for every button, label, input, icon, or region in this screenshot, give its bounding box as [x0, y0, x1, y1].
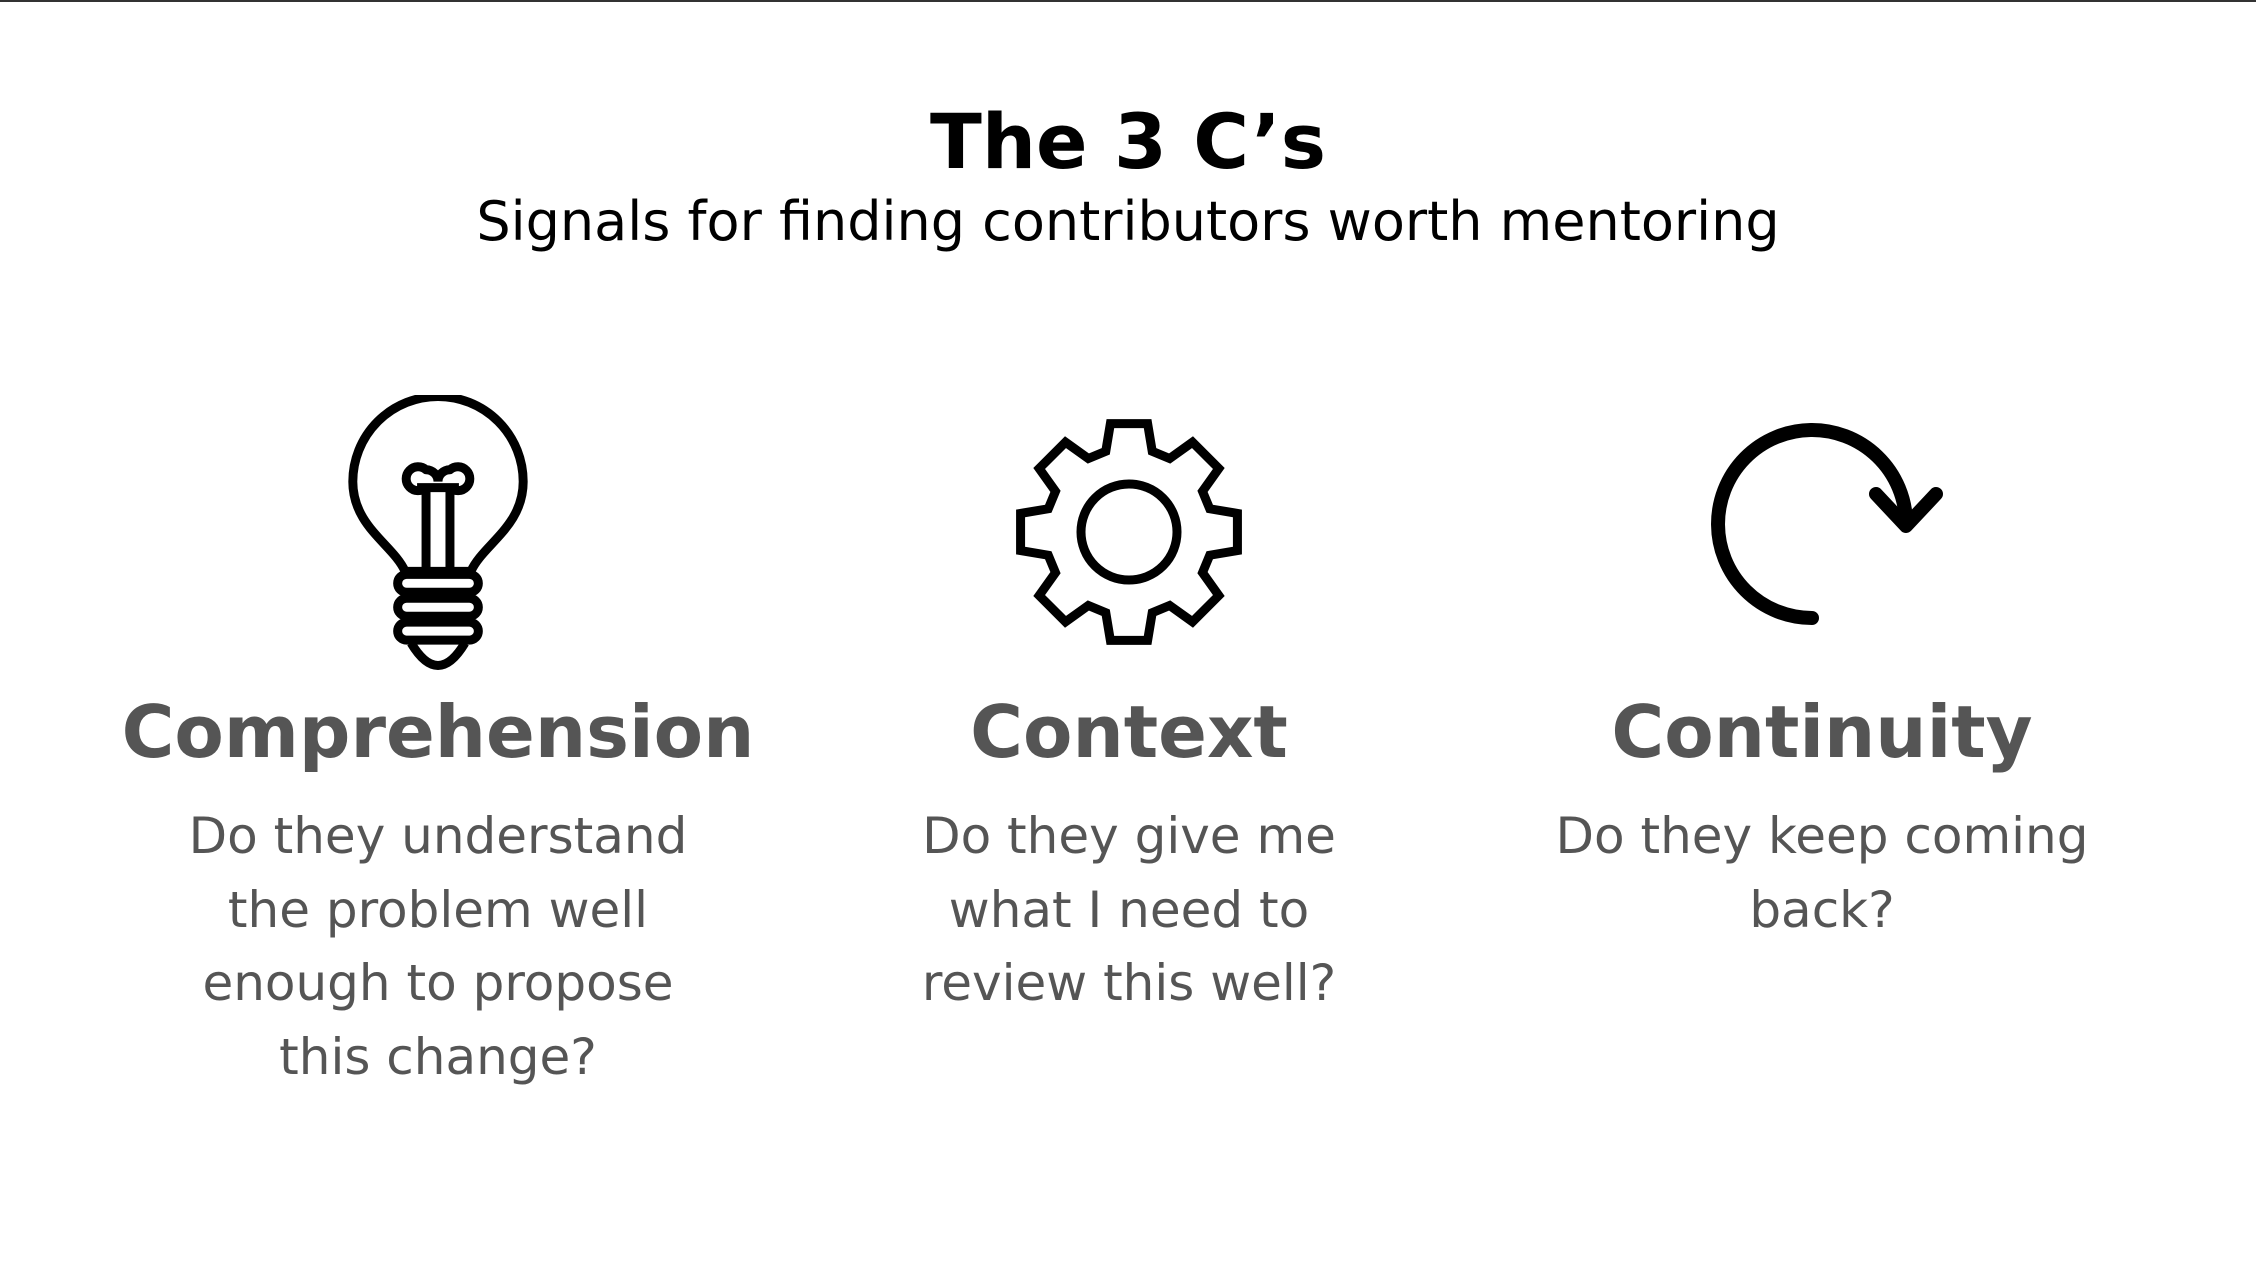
column-comprehension: Comprehension Do they understand the pro…: [88, 392, 788, 1094]
comprehension-description: Do they understand the problem well enou…: [88, 800, 788, 1094]
page-subtitle: Signals for finding contributors worth m…: [476, 190, 1780, 253]
description-line: this change?: [279, 1027, 597, 1086]
lightbulb-icon: [88, 392, 788, 672]
column-context: Context Do they give me what I need to r…: [779, 392, 1479, 1021]
column-continuity: Continuity Do they keep coming back?: [1472, 392, 2172, 947]
continuity-description: Do they keep coming back?: [1472, 800, 2172, 947]
description-line: the problem well: [227, 880, 649, 939]
description-line: Do they understand: [188, 807, 688, 865]
continuity-heading: Continuity: [1611, 690, 2033, 774]
refresh-icon: [1472, 392, 2172, 672]
gear-icon: [779, 392, 1479, 672]
context-description: Do they give me what I need to review th…: [779, 800, 1479, 1021]
description-line: enough to propose: [202, 954, 674, 1012]
description-line: Do they give me: [922, 807, 1336, 865]
description-line: review this well?: [921, 954, 1337, 1012]
context-heading: Context: [970, 690, 1288, 774]
comprehension-heading: Comprehension: [121, 690, 755, 774]
description-line: back?: [1749, 880, 1895, 939]
description-line: Do they keep coming: [1555, 807, 2089, 865]
page-title: The 3 C’s: [930, 97, 1326, 186]
description-line: what I need to: [948, 880, 1310, 939]
